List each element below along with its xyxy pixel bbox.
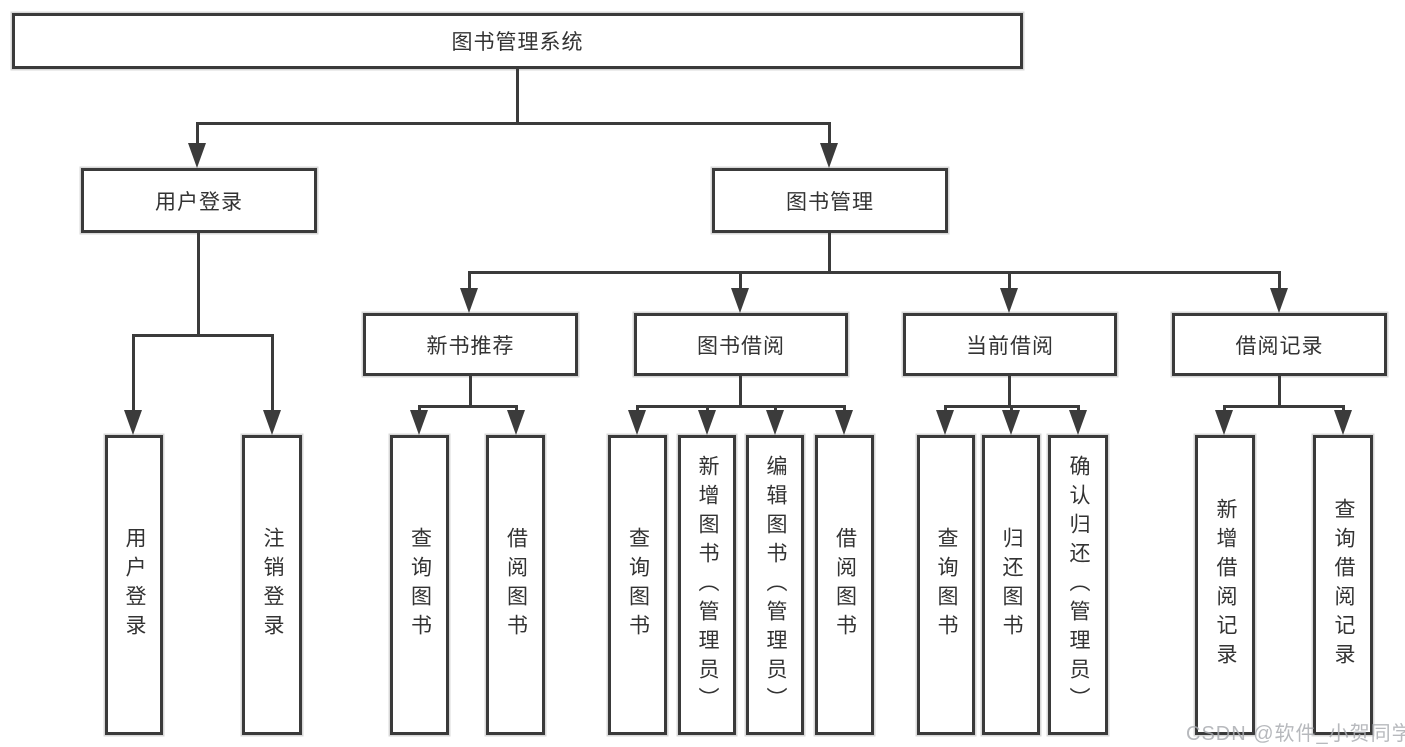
arrow-stem: [132, 334, 135, 412]
leaf-borrow-books-label: 借阅图书: [833, 527, 857, 643]
arrow-stem: [944, 405, 947, 413]
arrow-down-icon: [731, 288, 749, 313]
node-book-borrow: 图书借阅: [634, 313, 848, 376]
arrow-stem: [1008, 271, 1011, 291]
node-root: 图书管理系统: [12, 13, 1023, 69]
connector-line: [828, 233, 831, 273]
node-current-borrow: 当前借阅: [903, 313, 1117, 376]
arrow-down-icon: [628, 410, 646, 435]
arrow-stem: [774, 405, 777, 413]
node-new-book-recommend: 新书推荐: [363, 313, 578, 376]
leaf-confirm-return-admin-label: 确认归还（管理员）: [1067, 454, 1090, 716]
leaf-add-books-admin: 新增图书（管理员）: [678, 435, 736, 735]
arrow-down-icon: [1069, 410, 1087, 435]
connector-line: [1223, 405, 1345, 408]
arrow-down-icon: [188, 143, 206, 168]
leaf-query-books-borrow: 查询图书: [608, 435, 667, 735]
connector-line: [516, 69, 519, 125]
connector-line: [739, 376, 742, 408]
leaf-add-borrow-record: 新增借阅记录: [1195, 435, 1255, 735]
arrow-stem: [636, 405, 639, 413]
arrow-down-icon: [263, 410, 281, 435]
connector-line: [418, 405, 518, 408]
connector-line: [196, 122, 831, 125]
arrow-down-icon: [1215, 410, 1233, 435]
node-borrow-records-label: 借阅记录: [1235, 334, 1324, 358]
arrow-stem: [271, 334, 274, 412]
arrow-stem: [468, 271, 471, 291]
arrow-down-icon: [936, 410, 954, 435]
arrow-down-icon: [1270, 288, 1288, 313]
arrow-stem: [196, 122, 199, 146]
leaf-query-books-recommend-label: 查询图书: [408, 527, 432, 643]
arrow-stem: [1010, 405, 1013, 413]
arrow-down-icon: [698, 410, 716, 435]
node-new-book-recommend-label: 新书推荐: [426, 334, 515, 358]
leaf-edit-books-admin-label: 编辑图书（管理员）: [764, 454, 787, 716]
connector-line: [469, 376, 472, 408]
node-current-borrow-label: 当前借阅: [966, 334, 1054, 358]
arrow-stem: [706, 405, 709, 413]
arrow-down-icon: [124, 410, 142, 435]
connector-line: [468, 271, 1281, 274]
arrow-stem: [1278, 271, 1281, 291]
leaf-logout: 注销登录: [242, 435, 302, 735]
leaf-add-books-admin-label: 新增图书（管理员）: [696, 454, 719, 716]
arrow-down-icon: [835, 410, 853, 435]
node-book-management-label: 图书管理: [786, 190, 874, 214]
leaf-return-books-label: 归还图书: [1000, 527, 1023, 643]
arrow-down-icon: [766, 410, 784, 435]
leaf-confirm-return-admin: 确认归还（管理员）: [1048, 435, 1108, 735]
arrow-stem: [1077, 405, 1080, 413]
arrow-stem: [828, 122, 831, 146]
leaf-add-borrow-record-label: 新增借阅记录: [1214, 498, 1237, 672]
arrow-down-icon: [507, 410, 525, 435]
arrow-down-icon: [820, 143, 838, 168]
leaf-user-login-label: 用户登录: [123, 527, 146, 643]
arrow-stem: [1342, 405, 1345, 413]
arrow-stem: [739, 271, 742, 291]
arrow-stem: [1223, 405, 1226, 413]
leaf-return-books: 归还图书: [982, 435, 1040, 735]
leaf-query-books-current: 查询图书: [917, 435, 975, 735]
arrow-down-icon: [1334, 410, 1352, 435]
leaf-borrow-books-recommend: 借阅图书: [486, 435, 545, 735]
leaf-query-books-borrow-label: 查询图书: [626, 527, 650, 643]
leaf-logout-label: 注销登录: [261, 527, 284, 643]
connector-line: [1278, 376, 1281, 408]
node-root-label: 图书管理系统: [451, 31, 584, 54]
connector-line: [197, 233, 200, 337]
node-book-management: 图书管理: [712, 168, 948, 233]
node-user-login: 用户登录: [81, 168, 317, 233]
arrow-stem: [515, 405, 518, 413]
connector-line: [636, 405, 846, 408]
arrow-stem: [418, 405, 421, 413]
leaf-edit-books-admin: 编辑图书（管理员）: [746, 435, 804, 735]
node-book-borrow-label: 图书借阅: [697, 334, 785, 358]
leaf-borrow-books: 借阅图书: [815, 435, 874, 735]
connector-line: [132, 334, 274, 337]
leaf-query-books-recommend: 查询图书: [390, 435, 449, 735]
arrow-down-icon: [1000, 288, 1018, 313]
node-borrow-records: 借阅记录: [1172, 313, 1387, 376]
csdn-watermark: CSDN @软件_小贺同学: [1186, 723, 1405, 745]
leaf-user-login: 用户登录: [105, 435, 163, 735]
leaf-borrow-books-recommend-label: 借阅图书: [504, 527, 528, 643]
arrow-stem: [843, 405, 846, 413]
leaf-query-borrow-record: 查询借阅记录: [1313, 435, 1373, 735]
arrow-down-icon: [410, 410, 428, 435]
node-user-login-label: 用户登录: [155, 190, 243, 214]
leaf-query-borrow-record-label: 查询借阅记录: [1332, 498, 1355, 672]
arrow-down-icon: [460, 288, 478, 313]
leaf-query-books-current-label: 查询图书: [935, 527, 958, 643]
arrow-down-icon: [1002, 410, 1020, 435]
connector-line: [1008, 376, 1011, 408]
